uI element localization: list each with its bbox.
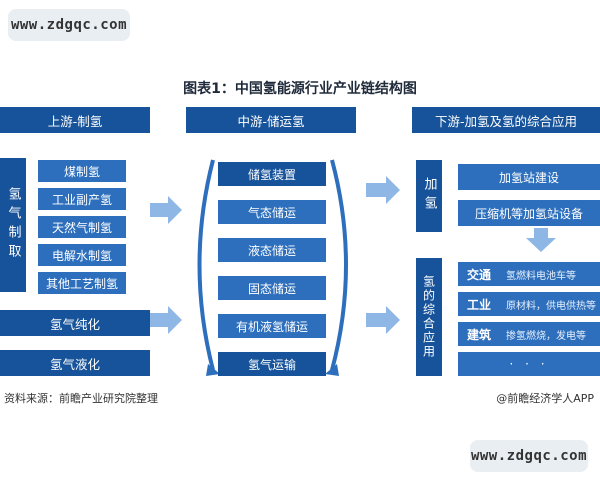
arrow-mid-to-down-2 <box>366 306 400 334</box>
station-equipment: 压缩机等加氢站设备 <box>458 200 600 226</box>
hydrogen-transport: 氢气运输 <box>218 352 326 376</box>
upstream-side-label: 氢气制取 <box>0 158 26 292</box>
storage-solid: 固态储运 <box>218 276 326 300</box>
watermark-bottom: www.zdgqc.com <box>470 440 588 472</box>
downstream-header: 下游-加氢及氢的综合应用 <box>412 107 600 133</box>
watermark-top: www.zdgqc.com <box>8 9 130 41</box>
hydrogen-liquefaction: 氢气液化 <box>0 350 150 376</box>
app-transport-key: 交通 <box>466 267 491 282</box>
curve-left <box>197 159 215 371</box>
curve-right-head <box>325 364 339 376</box>
station-construction: 加氢站建设 <box>458 164 600 190</box>
app-building: 建筑 掺氢燃烧，发电等 <box>458 322 600 346</box>
arrow-up-to-mid-1 <box>150 196 182 224</box>
storage-organic-liquid: 有机液氢储运 <box>218 314 326 338</box>
curve-right <box>330 159 348 371</box>
watermark-top-bar: www.zdgqc.com <box>0 0 600 52</box>
method-natural-gas: 天然气制氢 <box>38 216 126 238</box>
app-industry-key: 工业 <box>466 297 491 312</box>
hydrogen-purification: 氢气纯化 <box>0 310 150 336</box>
upstream-header: 上游-制氢 <box>0 107 150 133</box>
app-industry-value: 原材料，供电供热等 <box>506 300 596 312</box>
app-building-value: 掺氢燃烧，发电等 <box>506 330 586 342</box>
arrow-station-to-apps <box>526 228 556 252</box>
method-coal: 煤制氢 <box>38 160 126 182</box>
storage-liquid: 液态储运 <box>218 238 326 262</box>
app-transport-value: 氢燃料电池车等 <box>506 270 576 282</box>
application-side-label: 氢的综合应用 <box>416 258 442 376</box>
storage-gaseous: 气态储运 <box>218 200 326 224</box>
station-side-label: 加氢 <box>416 160 442 232</box>
source-note: 资料来源：前瞻产业研究院整理 <box>4 392 158 405</box>
app-industry: 工业 原材料，供电供热等 <box>458 292 600 316</box>
app-transport: 交通 氢燃料电池车等 <box>458 262 600 286</box>
credit-note: @前瞻经济学人APP <box>496 392 594 405</box>
storage-device: 储氢装置 <box>218 162 326 186</box>
method-industrial-byproduct: 工业副产氢 <box>38 188 126 210</box>
method-other: 其他工艺制氢 <box>38 272 126 294</box>
chart-title: 图表1：中国氢能源行业产业链结构图 <box>183 81 417 97</box>
app-more: · · · <box>458 352 600 376</box>
app-building-key: 建筑 <box>466 327 491 342</box>
arrow-up-to-mid-2 <box>150 306 182 334</box>
midstream-header: 中游-储运氢 <box>186 107 356 133</box>
arrow-mid-to-down-1 <box>366 176 400 204</box>
method-electrolysis: 电解水制氢 <box>38 244 126 266</box>
